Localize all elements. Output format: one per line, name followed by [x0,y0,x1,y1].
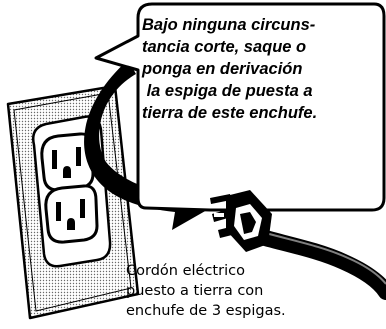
callout-line: ponga en derivación [142,60,303,78]
caption-line: puesto a tierra con [126,283,264,299]
callout-line: Bajo ninguna circuns- [142,16,316,34]
lower-socket-icon [44,184,99,244]
caption-line: Cordón eléctrico [126,263,245,279]
caption-line: enchufe de 3 espigas. [126,303,286,319]
callout-line: tierra de este enchufe. [142,104,318,122]
callout-line: tancia corte, saque o [142,38,307,56]
warning-callout-text: Bajo ninguna circuns- tancia corte, saqu… [142,14,386,124]
plug-caption: Cordón eléctrico puesto a tierra con enc… [126,261,346,321]
warning-callout-bubble [94,2,386,212]
callout-line: la espiga de puesta a [142,82,313,100]
three-prong-plug-icon [210,190,386,300]
